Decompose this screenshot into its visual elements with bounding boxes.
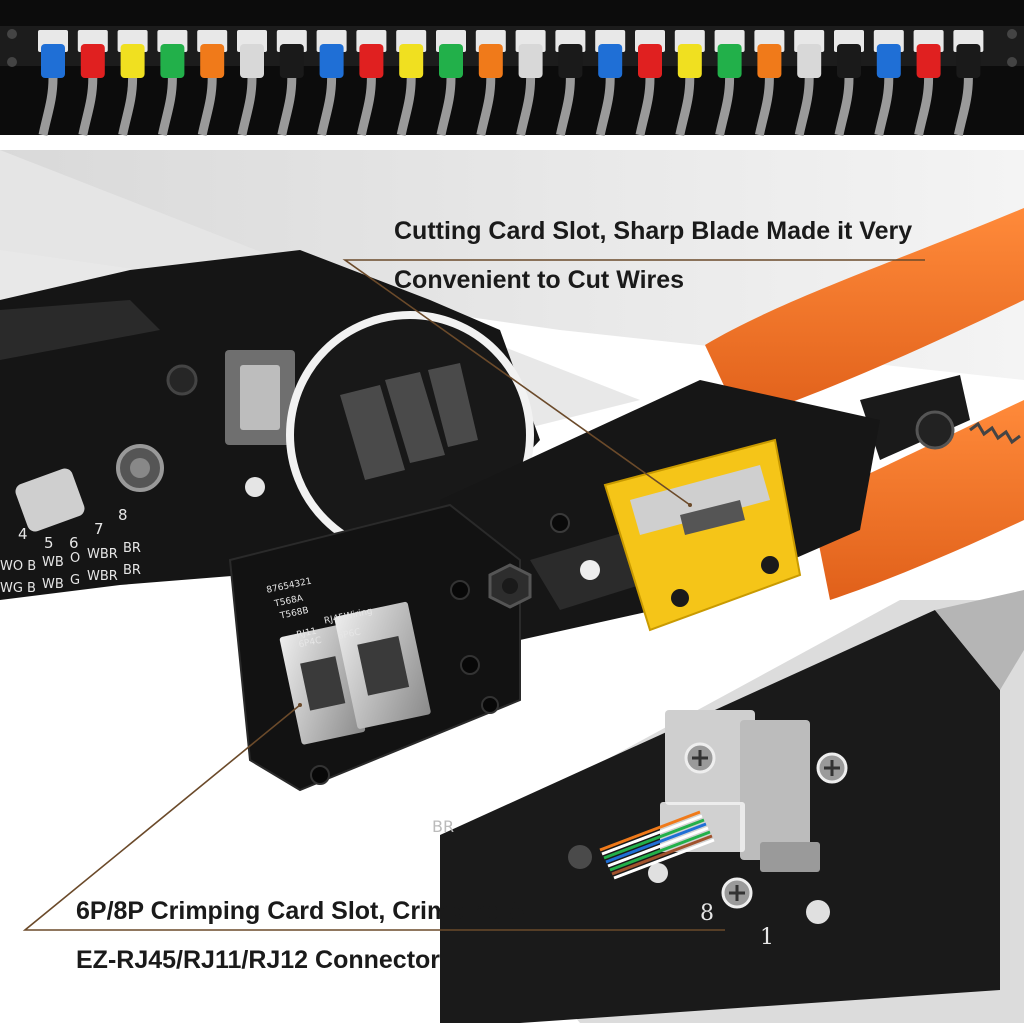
pin-number: 6 xyxy=(69,534,79,552)
patch-port xyxy=(237,30,267,136)
wire-code: BR xyxy=(123,541,141,556)
pin-number: 5 xyxy=(44,534,54,552)
patch-port xyxy=(157,30,188,136)
crimper-closeup: BR 8 1 xyxy=(432,590,1024,1023)
wire-code: WG B xyxy=(0,581,36,596)
patch-port xyxy=(913,30,944,136)
closeup-number: 8 xyxy=(700,901,714,926)
patch-port xyxy=(834,30,864,136)
patch-port xyxy=(276,30,307,136)
patch-port xyxy=(356,30,387,136)
patch-port xyxy=(515,30,546,136)
callout-crimping-slot-line-1: 6P/8P Crimping Card Slot, Crimping All xyxy=(76,897,540,925)
leader-cutting xyxy=(342,259,925,506)
patch-port xyxy=(197,30,228,136)
patch-port xyxy=(396,30,427,136)
patch-port xyxy=(754,30,785,136)
wire-code: O xyxy=(70,551,80,566)
closeup-number: 1 xyxy=(760,925,774,950)
wire-code: WBR xyxy=(87,547,118,562)
leader-crimping xyxy=(22,704,725,931)
pin-number: 8 xyxy=(118,506,128,524)
pin-number: 4 xyxy=(18,525,28,543)
callout-leaders xyxy=(22,259,925,931)
blade-guard xyxy=(603,438,802,632)
pin-number: 7 xyxy=(94,520,104,538)
wire-code: WB xyxy=(42,555,64,570)
die-label: RJ11 xyxy=(296,627,318,641)
patch-port xyxy=(117,30,148,136)
crimping-dies xyxy=(279,601,431,745)
wire-code: BR xyxy=(123,563,141,578)
patch-port xyxy=(873,30,904,136)
patch-port xyxy=(436,30,466,136)
rj45-connector xyxy=(599,802,745,880)
patch-port xyxy=(316,30,347,136)
callout-cutting-slot-line-1: Cutting Card Slot, Sharp Blade Made it V… xyxy=(394,217,913,245)
closeup-code: BR xyxy=(432,817,454,836)
patch-port xyxy=(714,30,745,136)
patch-port xyxy=(38,30,68,136)
patch-port xyxy=(475,30,506,136)
callout-cutting-slot-line-2: Convenient to Cut Wires xyxy=(394,266,685,294)
die-label: 6P6C xyxy=(337,627,362,642)
callout-crimping-slot-line-2: EZ-RJ45/RJ11/RJ12 Connector xyxy=(76,946,441,974)
patch-panel xyxy=(0,0,1024,136)
patch-port xyxy=(674,30,705,136)
wire-code: WBR xyxy=(87,569,118,584)
patch-port xyxy=(635,30,665,136)
crimper-main: 87654321 T568A T568B RJ45Wiring RJ11 6P4… xyxy=(228,208,1024,792)
die-label: 6P4C xyxy=(298,636,323,651)
patch-port xyxy=(555,30,586,136)
handle-lower xyxy=(810,400,1024,600)
wire-code: WO B xyxy=(0,559,36,574)
wire-code: G xyxy=(70,573,80,588)
patch-port xyxy=(77,30,108,136)
patch-port xyxy=(595,30,626,136)
patch-port xyxy=(953,30,984,136)
handle-upper xyxy=(705,208,1024,420)
wire-code: WB xyxy=(42,577,64,592)
patch-port xyxy=(794,30,825,136)
